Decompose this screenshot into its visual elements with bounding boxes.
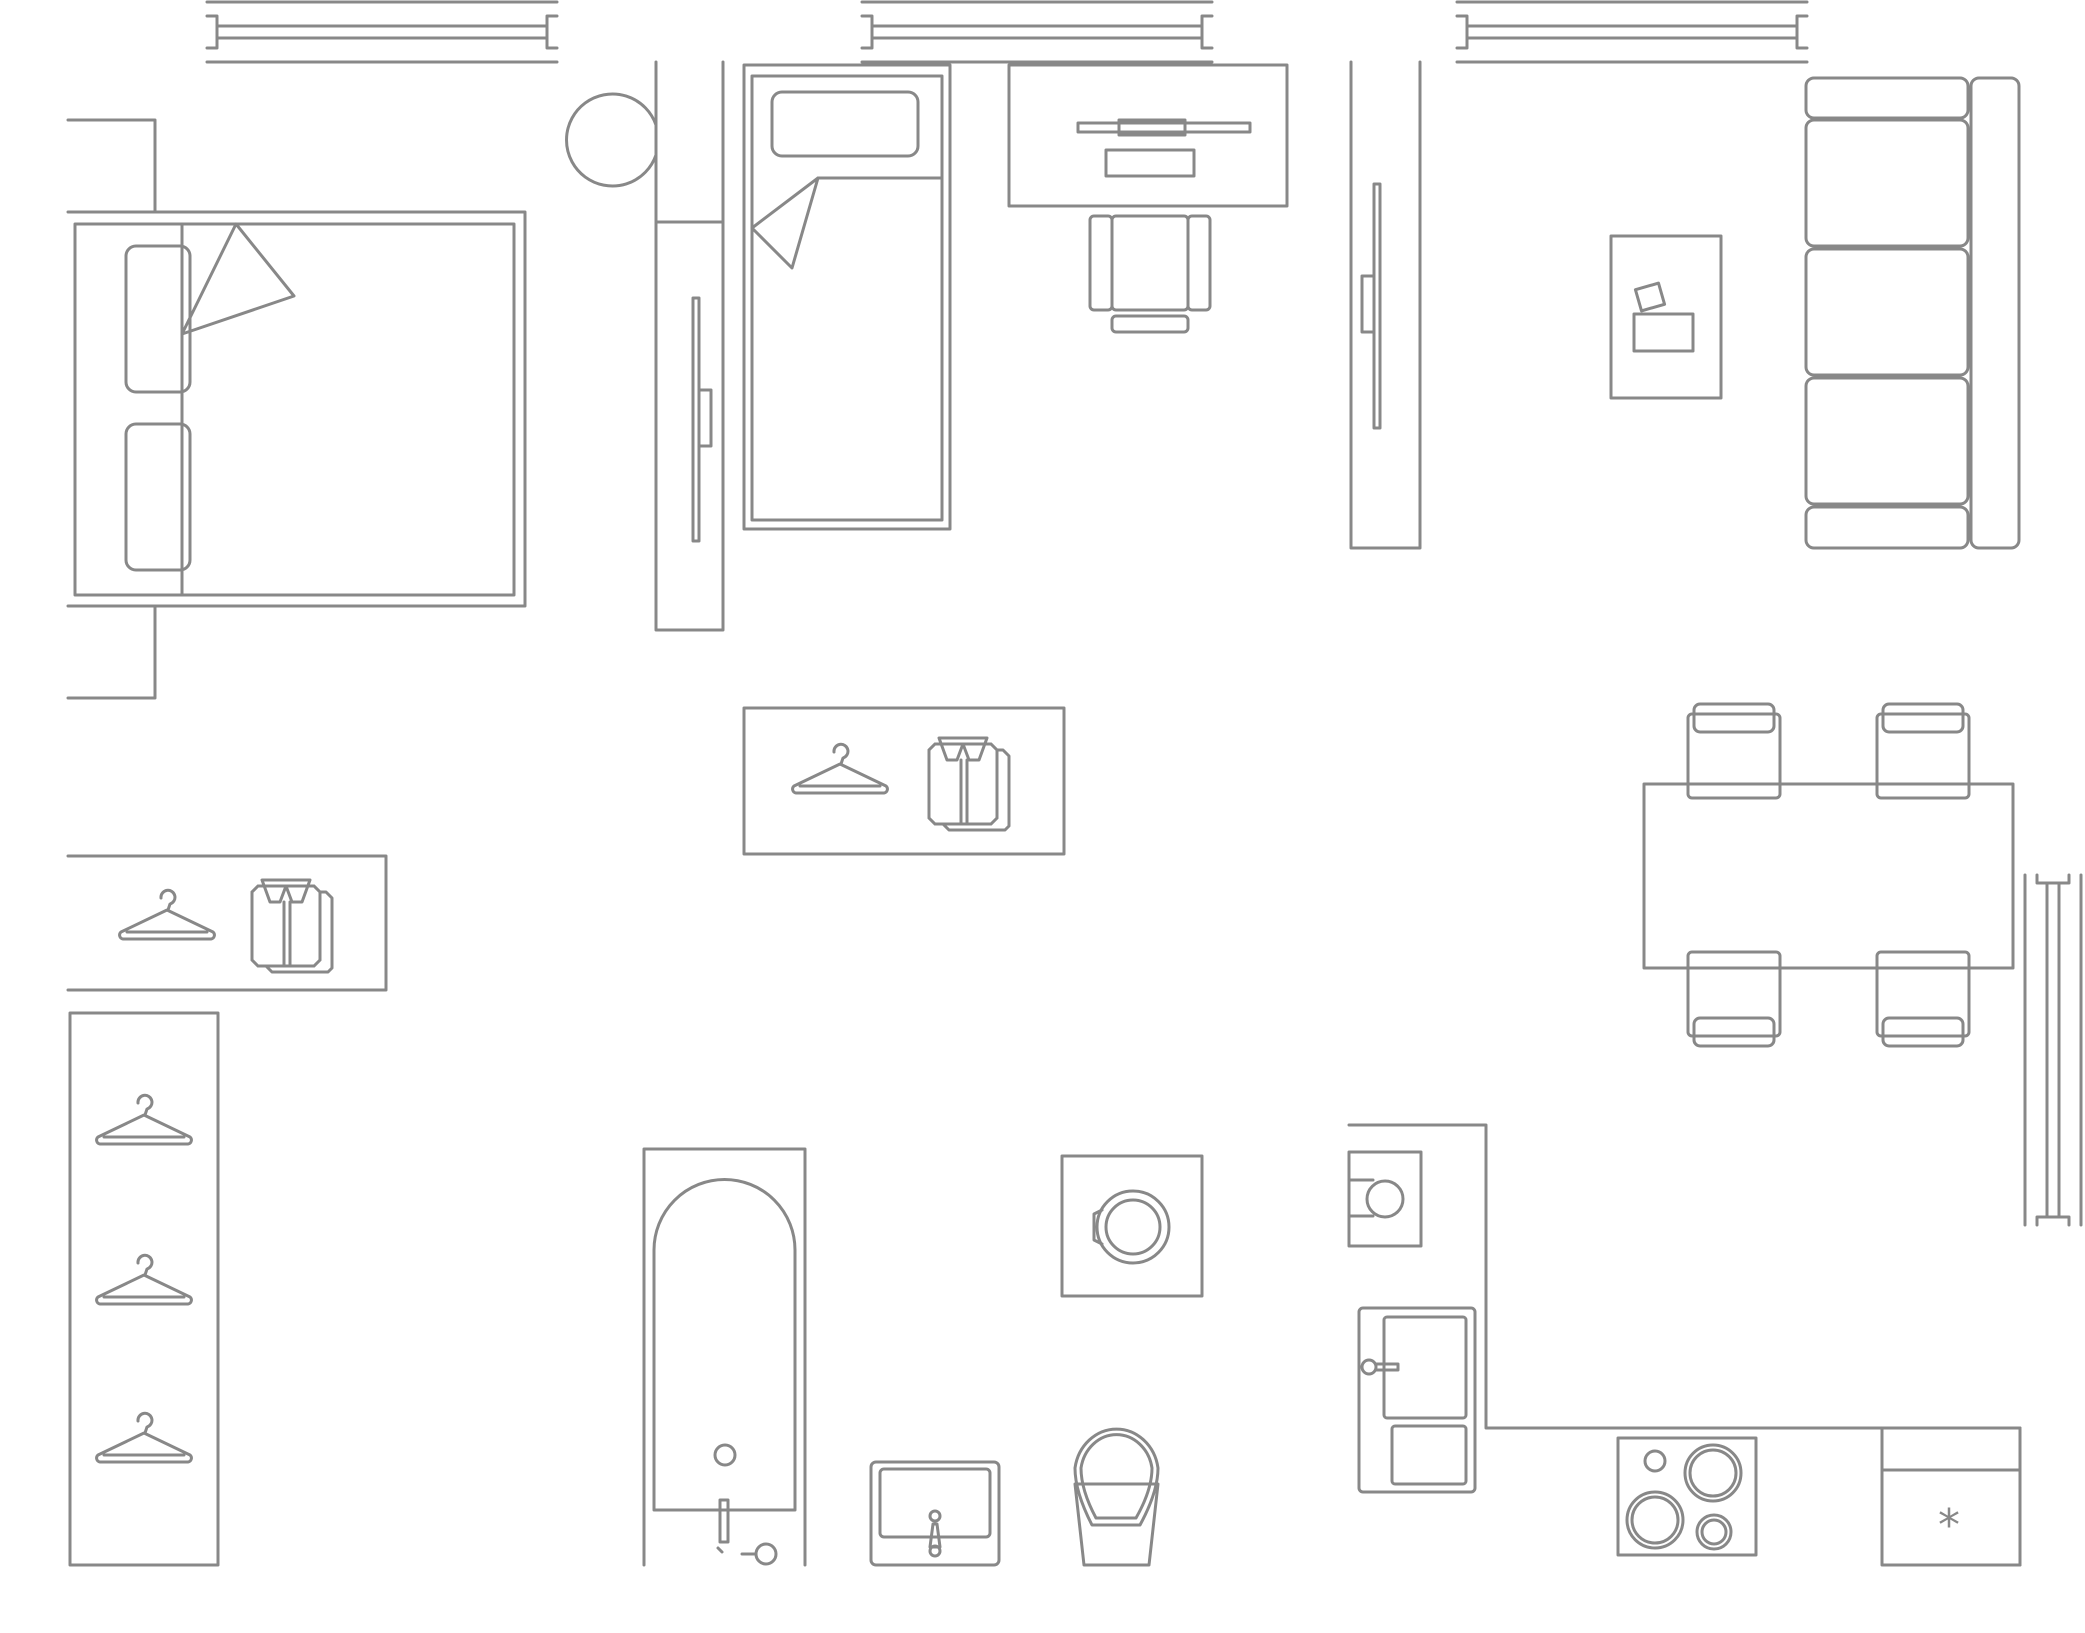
stove-icon (1616, 1436, 1758, 1557)
bathtub-icon (642, 1147, 807, 1567)
shirt-icon (927, 736, 1011, 832)
window-icon (1455, 0, 1809, 64)
chair-icon (1686, 702, 1782, 800)
chair-icon (1088, 214, 1212, 334)
closet (742, 706, 1066, 856)
chair-icon (1875, 950, 1971, 1048)
hanger-icon (95, 1093, 193, 1146)
shirt-icon (250, 878, 334, 974)
chair-icon (1686, 950, 1782, 1048)
door-icon (565, 60, 725, 632)
window-icon (860, 0, 1214, 64)
bed-icon (742, 63, 952, 531)
sofa-icon (1804, 76, 2021, 550)
washing-machine-icon (1060, 1154, 1204, 1298)
hanger-icon (791, 742, 889, 795)
bed-icon (66, 118, 527, 700)
chair-icon (1875, 702, 1971, 800)
dining-table-icon (1642, 702, 2015, 1048)
toilet-icon (1073, 1427, 1160, 1567)
window-icon (205, 0, 559, 64)
sink-icon (1357, 1306, 1477, 1494)
door-icon (1349, 60, 1422, 550)
coffee-table-icon (1609, 234, 1723, 400)
wardrobe (68, 1011, 220, 1567)
oven-mark: * (1938, 1500, 1960, 1551)
washing-machine-icon (1347, 1150, 1423, 1248)
hanger-icon (118, 888, 216, 941)
oven-icon: * (1880, 1426, 2022, 1567)
hanger-icon (95, 1253, 193, 1306)
hanger-icon (95, 1411, 193, 1464)
desk-icon (1007, 63, 1289, 208)
closet (66, 854, 388, 992)
kitchen-counter (1347, 1123, 2022, 1567)
sink-icon (869, 1460, 1001, 1567)
window-icon (2023, 873, 2083, 1227)
